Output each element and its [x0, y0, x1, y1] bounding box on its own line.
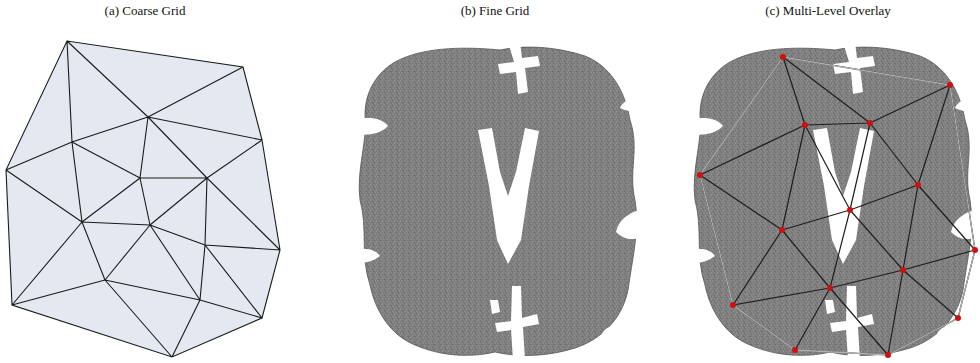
coarse-vertex: [802, 122, 808, 128]
coarse-vertex: [697, 172, 703, 178]
coarse-vertex: [847, 207, 853, 213]
panel-title: (b) Fine Grid: [461, 3, 530, 19]
panel-title: (a) Coarse Grid: [105, 3, 186, 19]
fine-grid-brain: [355, 42, 640, 360]
coarse-vertex: [730, 302, 736, 308]
overlay-brain: [690, 42, 975, 360]
overlay-grid: [697, 54, 978, 358]
coarse-vertex: [955, 315, 961, 321]
coarse-vertex: [867, 120, 873, 126]
overlay-hull: [700, 57, 975, 355]
panel-title: (c) Multi-Level Overlay: [765, 3, 891, 19]
coarse-fill: [6, 41, 280, 357]
coarse-vertex: [885, 352, 891, 358]
coarse-vertex: [915, 182, 921, 188]
coarse-vertex: [779, 227, 785, 233]
coarse-vertex: [947, 82, 953, 88]
coarse-vertex: [900, 267, 906, 273]
overlay-edges: [700, 57, 975, 355]
coarse-vertex: [780, 54, 786, 60]
coarse-vertex: [972, 247, 978, 253]
coarse-grid: [6, 41, 280, 357]
coarse-vertex: [792, 347, 798, 353]
coarse-vertex: [827, 285, 833, 291]
coarse-edges: [6, 41, 280, 357]
